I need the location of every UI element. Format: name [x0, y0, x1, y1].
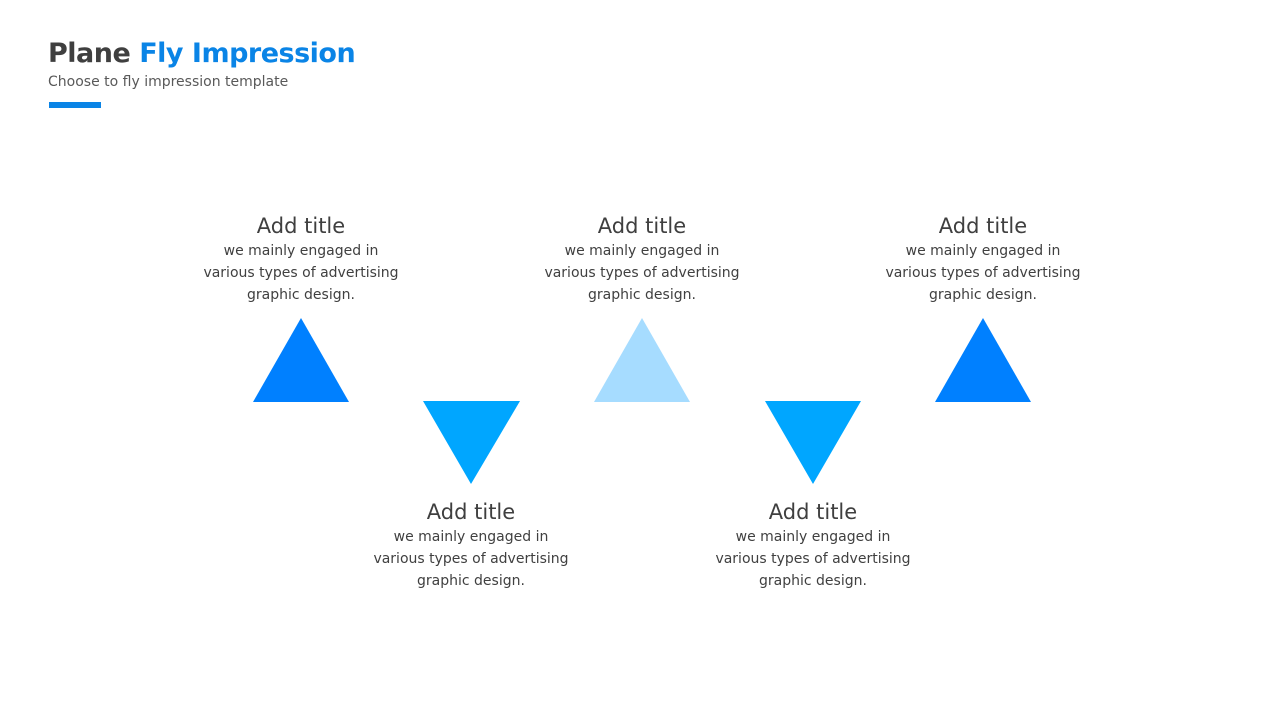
step-item-1: Add title we mainly engaged in various t… — [181, 212, 421, 306]
page-subtitle: Choose to fly impression template — [48, 74, 289, 90]
step-description-3: we mainly engaged in various types of ad… — [544, 243, 740, 303]
page-title-accent: Fly Impression — [139, 38, 356, 69]
step-title-2: Add title — [426, 500, 516, 524]
step-title-5: Add title — [938, 214, 1028, 238]
title-underline — [49, 102, 101, 108]
step-item-4: Add title we mainly engaged in various t… — [693, 498, 933, 592]
triangle-5 — [935, 318, 1031, 402]
step-description-5: we mainly engaged in various types of ad… — [885, 243, 1081, 303]
step-item-2: Add title we mainly engaged in various t… — [351, 498, 591, 592]
page-title: Plane Fly Impression — [48, 36, 356, 72]
step-title-1: Add title — [256, 214, 346, 238]
triangle-3 — [594, 318, 690, 402]
triangle-4 — [765, 401, 861, 484]
step-title-4: Add title — [768, 500, 858, 524]
step-item-5: Add title we mainly engaged in various t… — [863, 212, 1103, 306]
step-description-1: we mainly engaged in various types of ad… — [203, 243, 399, 303]
step-title-3: Add title — [597, 214, 687, 238]
step-description-2: we mainly engaged in various types of ad… — [373, 529, 569, 589]
triangle-1 — [253, 318, 349, 402]
step-item-3: Add title we mainly engaged in various t… — [522, 212, 762, 306]
header: Plane Fly Impression Choose to fly impre… — [48, 36, 356, 92]
triangle-2 — [423, 401, 520, 484]
step-description-4: we mainly engaged in various types of ad… — [715, 529, 911, 589]
page-title-plane: Plane — [48, 38, 131, 69]
